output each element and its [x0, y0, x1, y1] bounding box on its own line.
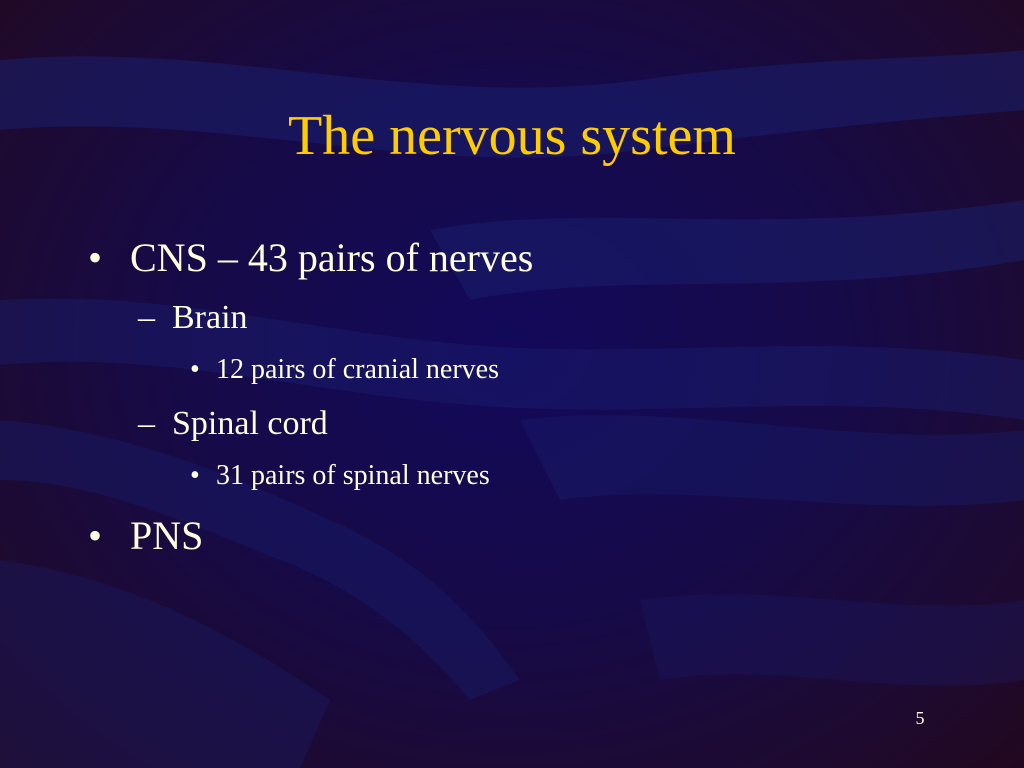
- wave-band-top: [0, 50, 1024, 158]
- wave-band-upper-right: [430, 200, 1024, 300]
- wave-band-bottom: [0, 560, 330, 768]
- bullet-marker: •: [88, 235, 103, 280]
- bullet-text: CNS – 43 pairs of nerves: [130, 235, 534, 280]
- bullet-pns: • PNS: [88, 513, 203, 559]
- dash-marker: –: [138, 299, 155, 336]
- slide-number: 5: [915, 708, 925, 728]
- bullet-text: 12 pairs of cranial nerves: [216, 354, 499, 385]
- bullet-marker: •: [190, 354, 200, 385]
- sub-bullet-spinal-cord: –Spinal cord: [138, 404, 328, 444]
- sub-sub-bullet-cranial-nerves: • 12 pairs of cranial nerves: [190, 353, 499, 387]
- bullet-marker: •: [190, 460, 200, 491]
- bullet-text: 31 pairs of spinal nerves: [216, 460, 490, 491]
- bullet-cns: • CNS – 43 pairs of nerves: [88, 235, 533, 281]
- bullet-text: PNS: [130, 513, 204, 558]
- dash-marker: –: [138, 405, 155, 442]
- sub-bullet-brain: –Brain: [138, 298, 248, 338]
- wave-band-lower-left: [0, 420, 520, 700]
- bullet-marker: •: [88, 513, 103, 558]
- bullet-text: Brain: [172, 299, 248, 336]
- slide-title: The nervous system: [288, 105, 736, 167]
- bullet-text: Spinal cord: [172, 405, 328, 442]
- sub-sub-bullet-spinal-nerves: • 31 pairs of spinal nerves: [190, 459, 490, 493]
- wave-band-lower-right: [520, 415, 1024, 506]
- wave-band-bottom-right: [640, 594, 1024, 686]
- wave-band-middle: [0, 298, 1024, 420]
